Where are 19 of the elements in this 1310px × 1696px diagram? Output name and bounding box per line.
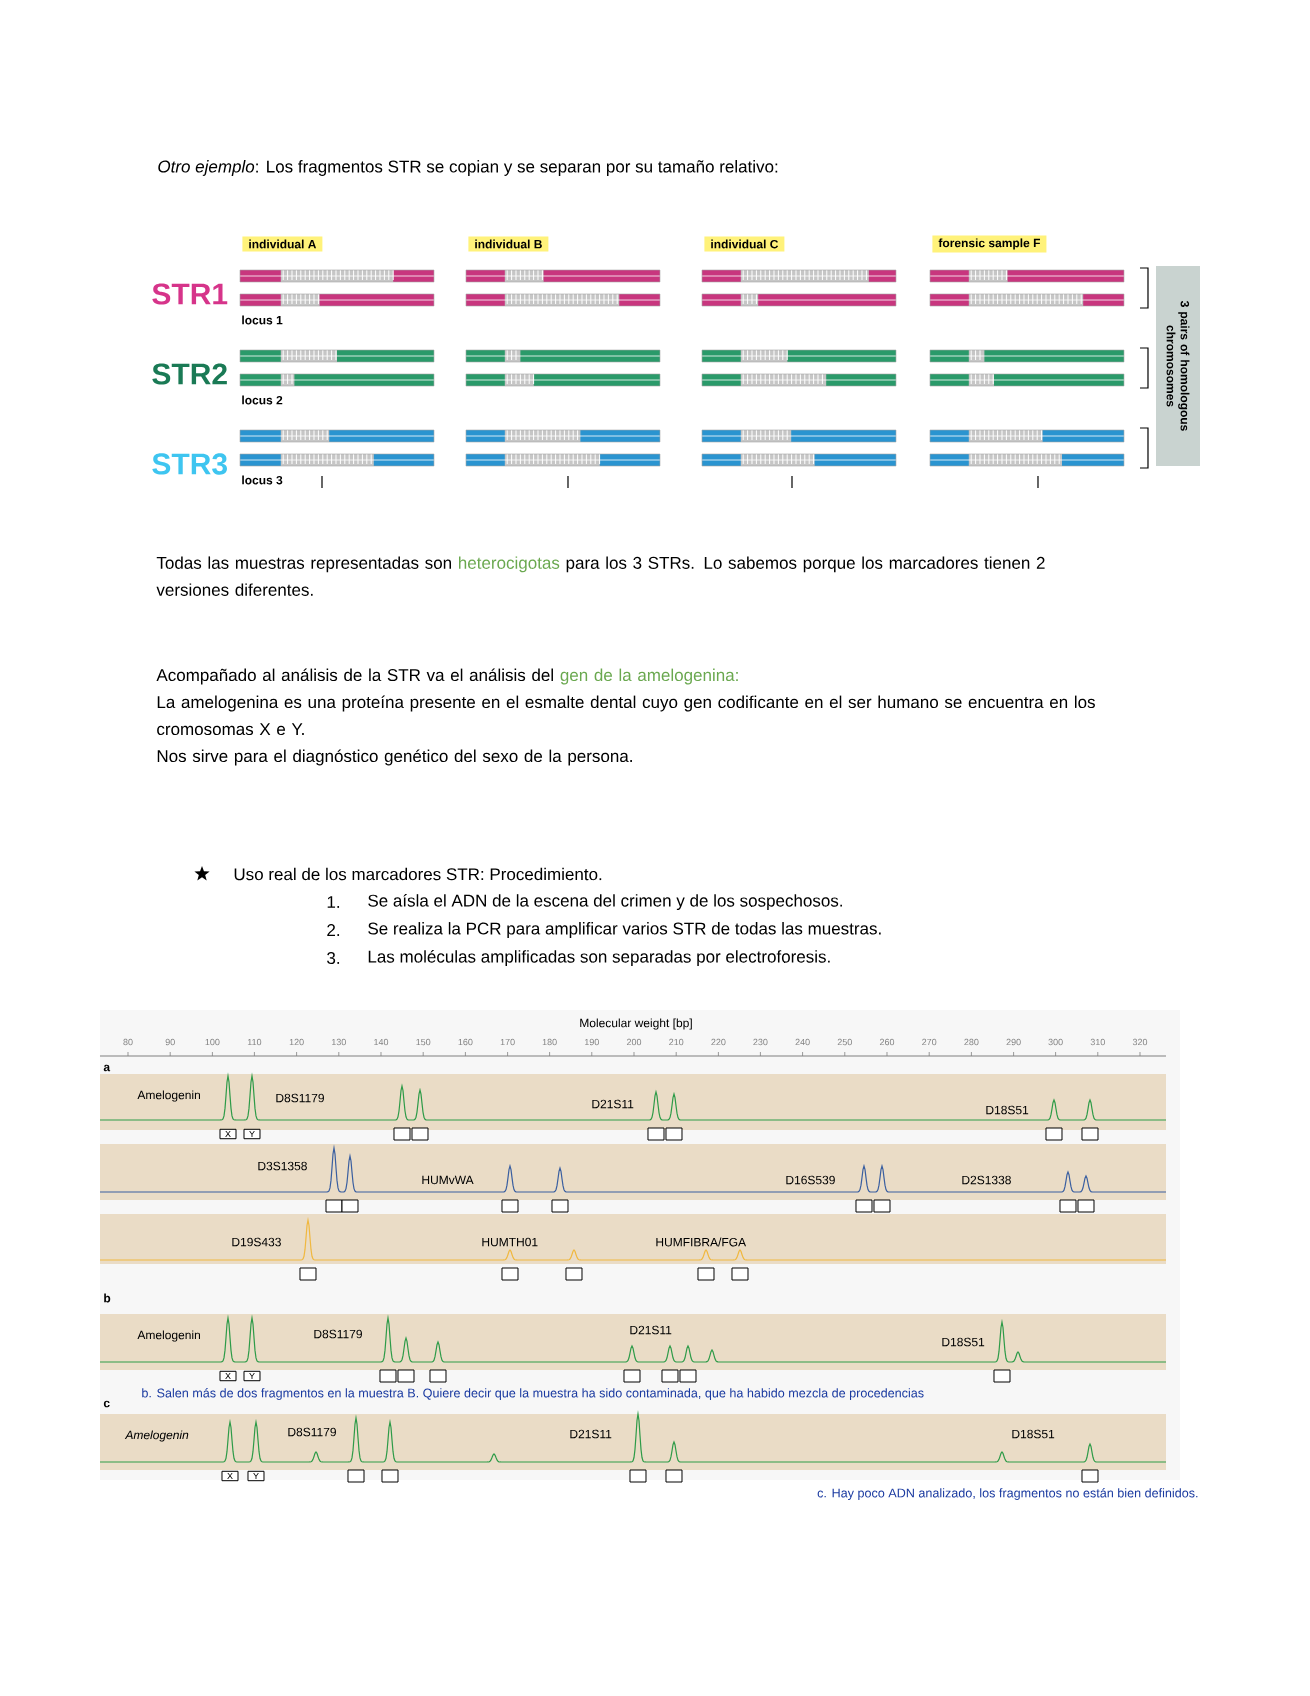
str-label: STR1 [152, 283, 228, 305]
list-number: 1. [327, 896, 340, 908]
intro-text: Otro ejemplo: Los fragmentos STR se copian y se separan por su tamaño relativo: [158, 160, 778, 176]
list-item: Se aísla el ADN de la escena del crimen y de los sospechosos. [368, 894, 842, 910]
list-heading: Uso real de los marcadores STR: Procedimiento. [234, 867, 602, 881]
str-label: STR3 [152, 453, 227, 475]
list-number: 2. [327, 924, 340, 936]
label: Todas las muestras representadas son [156, 556, 451, 573]
body-text: Nos sirve para el diagnóstico genético del sexo de la persona. [157, 749, 632, 766]
list-item: Se realiza la PCR para amplificar varios STR de todas las muestras. [368, 922, 881, 938]
list-number: 3. [327, 952, 340, 964]
body-text: Todas las muestras representadas son heterocigotas para los 3 STRs. Lo sabemos porque los marcadores tienen 2 versiones diferentes. [156, 556, 1045, 596]
body-text: La amelogenina es una proteína presente en el esmalte dental cuyo gen codificante en el ser humano se encuentra en los cromosomas X e Y. [157, 695, 1095, 736]
body-text: Acompañado al análisis de la STR va el análisis del gen de la amelogenina: [156, 668, 738, 685]
str-label: STR2 [152, 363, 227, 385]
label: para los 3 STRs. Lo sabemos porque los marcadores tienen 2 [566, 556, 1045, 573]
label: versiones diferentes. [156, 583, 313, 596]
label: heterocigotas [459, 556, 560, 573]
list-item: Las moléculas amplificadas son separadas por electroforesis. [368, 950, 830, 966]
